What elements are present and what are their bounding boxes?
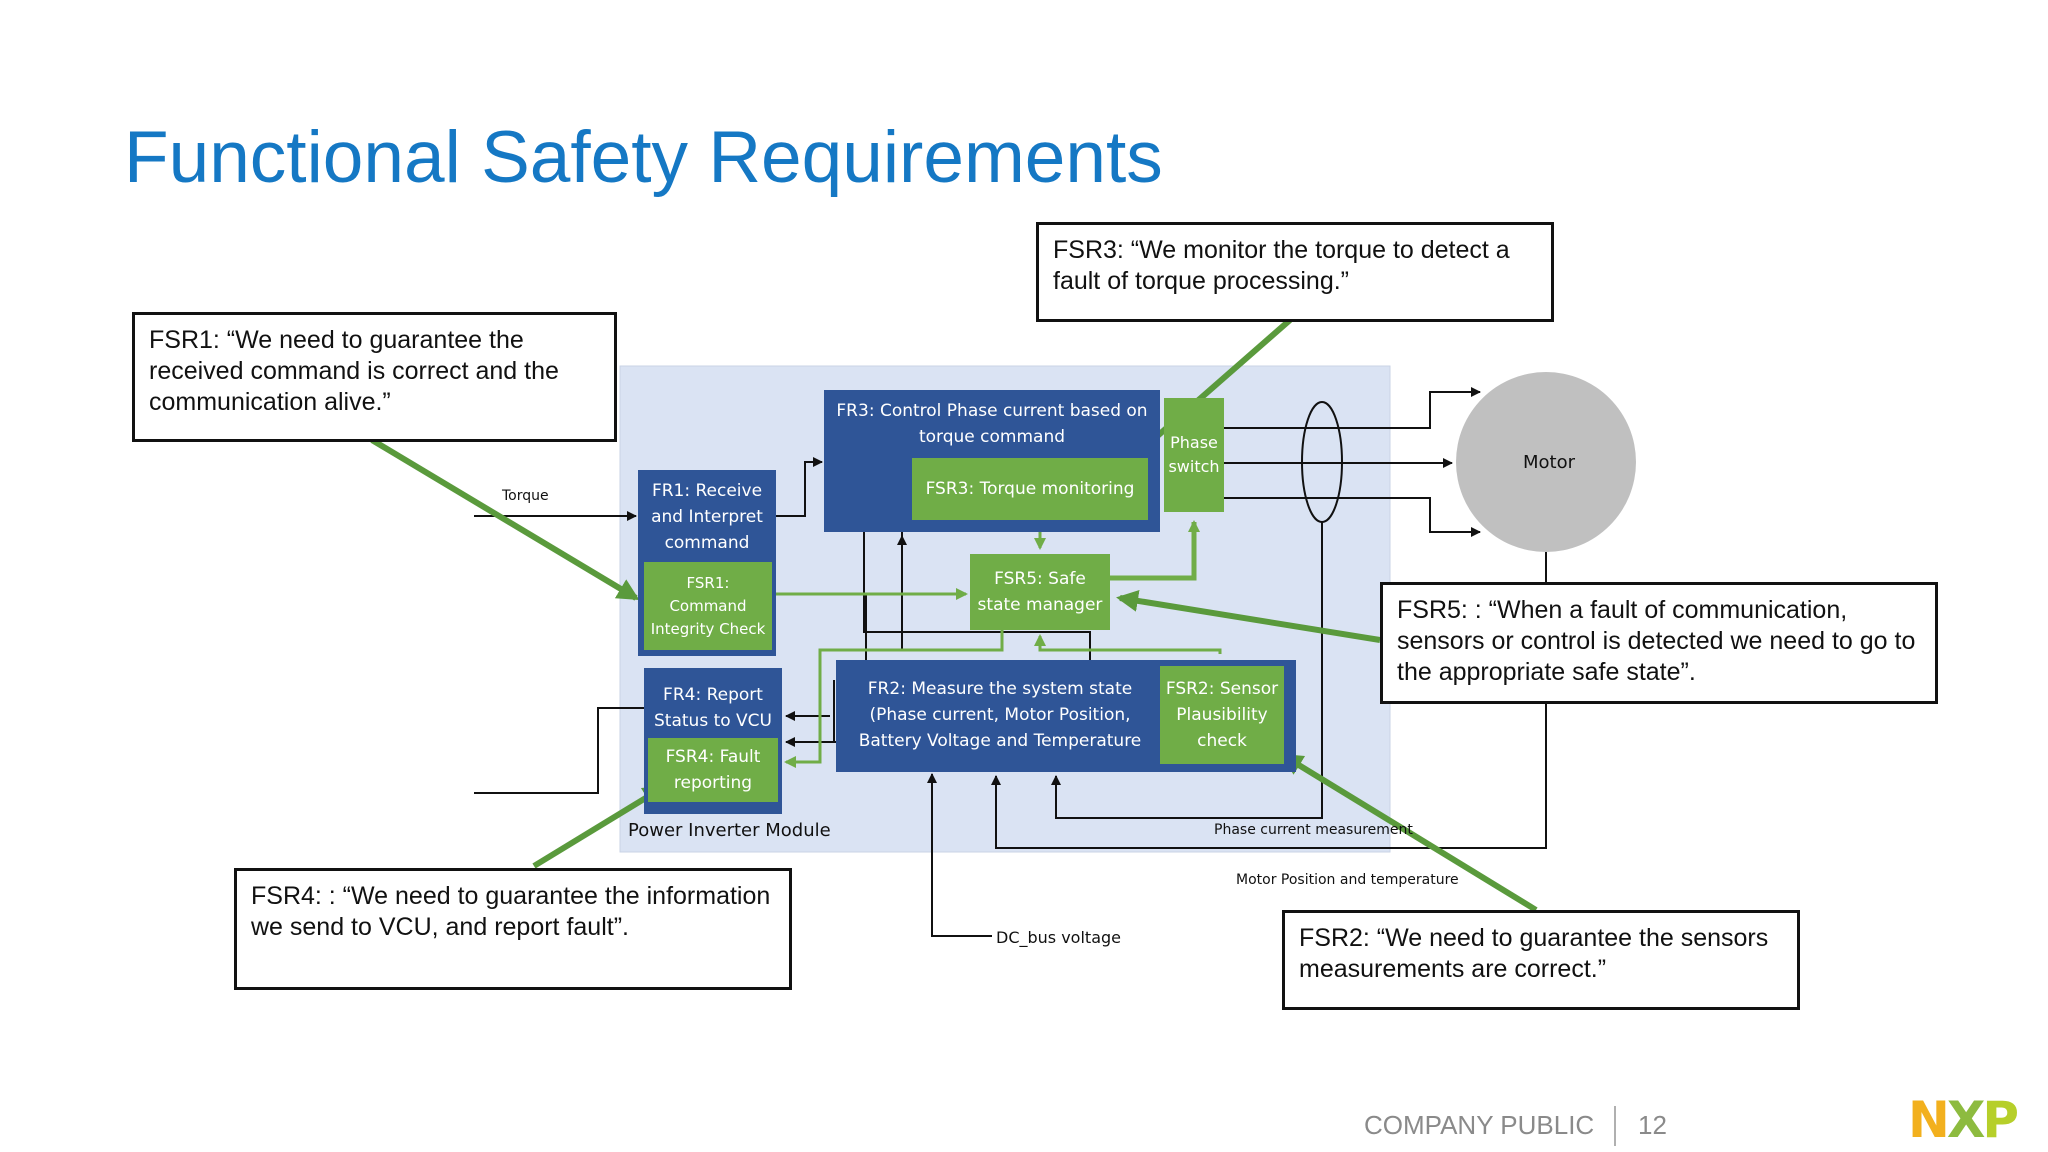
classification-label: COMPANY PUBLIC — [1364, 1110, 1595, 1140]
nxp-logo: NXP — [1908, 1091, 2019, 1149]
footer-divider — [1614, 1106, 1616, 1146]
callout-fsr2: FSR2: “We need to guarantee the sensors … — [1282, 910, 1800, 1010]
callout-fsr3: FSR3: “We monitor the torque to detect a… — [1036, 222, 1554, 322]
callout-fsr5: FSR5: : “When a fault of communication, … — [1380, 582, 1938, 704]
fr2-measure-label: FR2: Measure the system state (Phase cur… — [858, 679, 1142, 751]
page-number: 12 — [1638, 1110, 1667, 1140]
fsr5-safe-state-block: FSR5: Safe state manager — [970, 554, 1110, 630]
fsr2-plausibility-block: FSR2: Sensor Plausibility check — [1160, 666, 1284, 764]
fsr1-integrity-block: FSR1: Command Integrity Check — [644, 562, 772, 650]
torque-label: Torque — [502, 488, 549, 504]
callout-fsr4: FSR4: : “We need to guarantee the inform… — [234, 868, 792, 990]
fr3-control-label: FR3: Control Phase current based on torq… — [836, 401, 1148, 447]
dc-bus-voltage-label: DC_bus voltage — [996, 928, 1121, 947]
callout-fsr1: FSR1: “We need to guarantee the received… — [132, 312, 617, 442]
fsr3-torque-block: FSR3: Torque monitoring — [912, 458, 1148, 520]
page-title: Functional Safety Requirements — [124, 117, 1163, 198]
fr1-receive-label: FR1: Receive and Interpret command — [651, 481, 763, 553]
fr4-report-label: FR4: Report Status to VCU — [654, 685, 772, 731]
phase-switch-block: Phase switch — [1164, 398, 1224, 512]
module-label: Power Inverter Module — [628, 820, 831, 841]
motor-label: Motor — [1523, 452, 1576, 473]
phase-current-measurement-label: Phase current measurement — [1214, 822, 1413, 838]
motor-circle — [1456, 372, 1636, 552]
motor-position-temp-label: Motor Position and temperature — [1236, 872, 1459, 888]
fsr4-fault-block: FSR4: Fault reporting — [648, 738, 778, 802]
